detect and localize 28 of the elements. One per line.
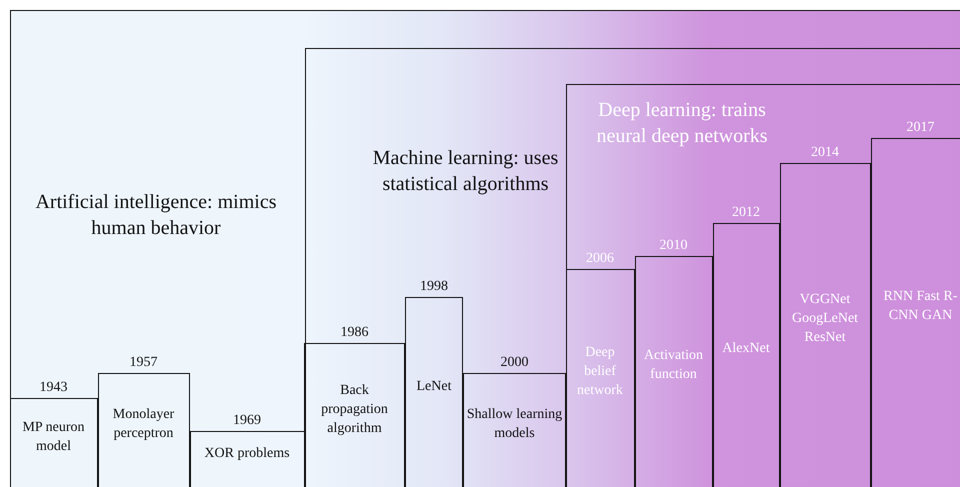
era-region — [566, 84, 960, 487]
year-label: 2000 — [500, 354, 530, 372]
milestone-label: Monolayer perceptron — [112, 406, 176, 443]
milestone-label: LeNet — [416, 378, 452, 396]
year-label: 2012 — [731, 204, 761, 222]
milestone-label: Deep belief network — [576, 344, 624, 400]
year-label: 2014 — [810, 144, 840, 162]
region-title: Machine learning: uses statistical algorithms — [372, 146, 560, 196]
milestone-label: XOR problems — [203, 444, 291, 462]
milestone-label: MP neuron model — [21, 418, 86, 456]
era-region — [10, 10, 960, 487]
milestone-label: VGGNet GoogLeNet ResNet — [790, 291, 860, 347]
year-label: 1969 — [232, 412, 262, 430]
year-label: 1943 — [38, 378, 68, 396]
era-region — [304, 48, 960, 487]
milestone-label: AlexNet — [721, 340, 771, 358]
year-label: 1957 — [128, 354, 158, 372]
milestone-label: Shallow learning models — [466, 406, 564, 443]
year-label: 2006 — [585, 250, 615, 268]
year-label: 2010 — [658, 236, 688, 254]
milestone-label: Activation function — [642, 347, 704, 384]
region-title: Artificial intelligence: mimics human behavior — [34, 190, 278, 241]
year-label: 2017 — [906, 118, 936, 136]
milestone-label: Back propagation algorithm — [320, 382, 389, 438]
year-label: 1986 — [340, 324, 370, 342]
region-title: Deep learning: trains neural deep networks — [595, 98, 769, 149]
year-label: 1998 — [419, 278, 449, 296]
milestone-label: RNN Fast R-CNN GAN — [882, 288, 958, 325]
